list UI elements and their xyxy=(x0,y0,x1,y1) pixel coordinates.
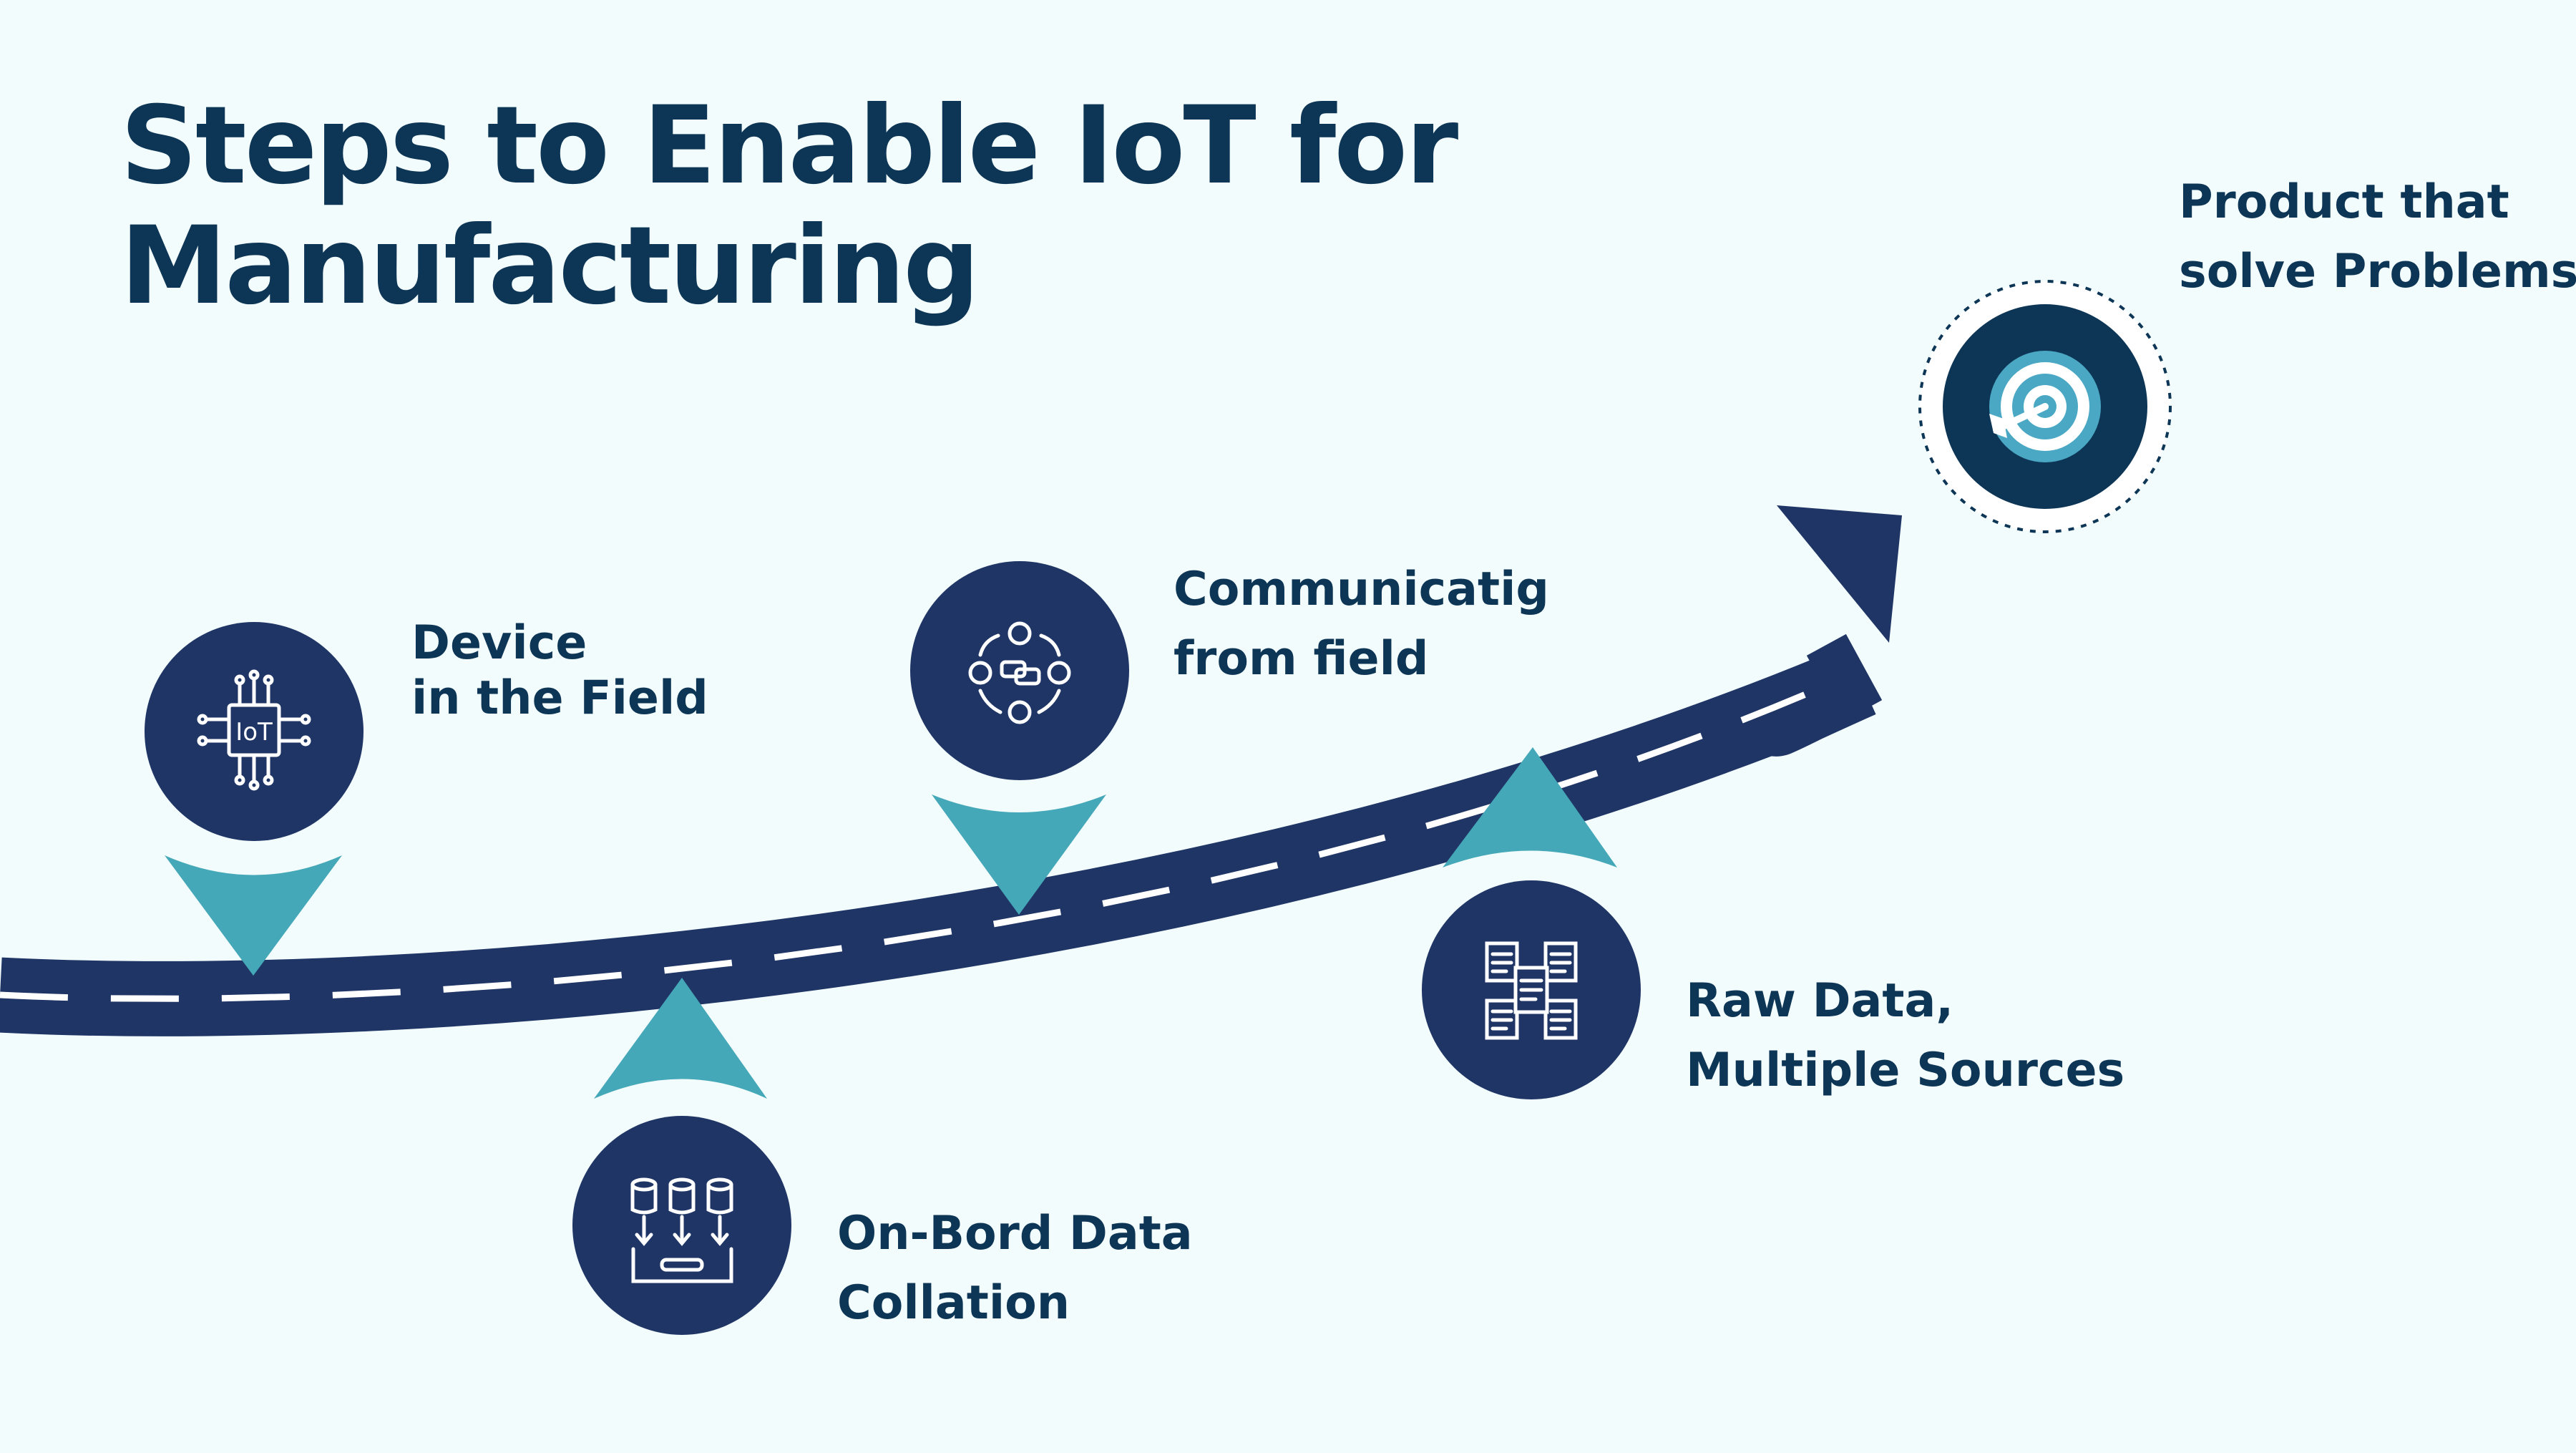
product-label-line-2: solve Problems xyxy=(2179,245,2576,298)
onboard-label-line-2: Collation xyxy=(837,1276,1070,1330)
device-circle xyxy=(145,622,364,841)
pointer-raw-data xyxy=(1443,747,1617,868)
communicating-label: Communicatig from field xyxy=(1174,555,1549,694)
title-line-1: Steps to Enable IoT for xyxy=(120,84,1458,208)
road-arrowhead xyxy=(1777,505,1902,643)
onboard-label-line-1: On-Bord Data xyxy=(837,1207,1193,1260)
device-label-line-1: Device xyxy=(411,616,587,670)
product-label-line-1: Product that xyxy=(2179,175,2509,229)
network-communication-icon xyxy=(968,621,1071,724)
documents-icon xyxy=(1485,941,1578,1040)
target-icon xyxy=(1989,351,2101,462)
iot-chip-icon: IoT xyxy=(197,669,311,791)
product-label: Product that solve Problems xyxy=(2179,167,2576,306)
raw-data-label: Raw Data, Multiple Sources xyxy=(1686,966,2124,1105)
device-label: Device in the Field xyxy=(411,616,708,726)
pointer-onboard xyxy=(594,978,767,1099)
device-label-line-2: in the Field xyxy=(411,671,708,725)
pointer-device xyxy=(165,855,342,976)
onboard-label: On-Bord Data Collation xyxy=(837,1199,1193,1338)
communicating-label-line-2: from field xyxy=(1174,632,1429,686)
road-extension xyxy=(1806,633,1883,722)
raw-data-label-line-2: Multiple Sources xyxy=(1686,1044,2125,1097)
title-line-2: Manufacturing xyxy=(120,204,980,329)
road-end xyxy=(1738,646,1876,757)
svg-text:IoT: IoT xyxy=(235,718,273,747)
communicating-label-line-1: Communicatig xyxy=(1174,563,1549,616)
database-collation-icon xyxy=(630,1177,733,1283)
raw-data-label-line-1: Raw Data, xyxy=(1686,974,1954,1028)
pointer-communicating xyxy=(932,794,1106,915)
page-title: Steps to Enable IoT for Manufacturing xyxy=(120,84,1458,329)
